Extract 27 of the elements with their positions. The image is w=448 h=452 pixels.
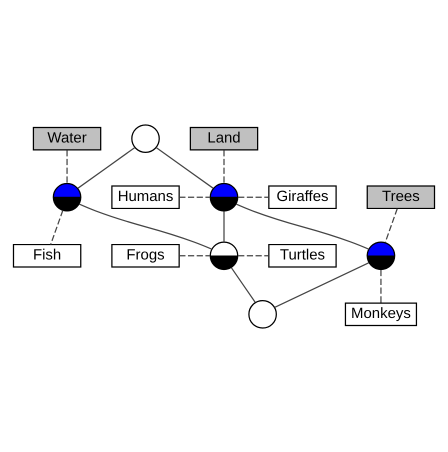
connector (179, 254, 210, 256)
node-circle (131, 124, 160, 152)
node-box: Turtles (268, 243, 337, 268)
connector (274, 262, 369, 308)
connector (50, 210, 64, 244)
node-circle (248, 300, 277, 328)
node-box: Frogs (111, 243, 180, 268)
connector (384, 208, 398, 242)
connector (380, 270, 382, 302)
connector (78, 146, 136, 188)
connector (179, 196, 210, 198)
node-box: Monkeys (344, 302, 418, 326)
node-box: Trees (366, 184, 436, 209)
connector (223, 210, 225, 242)
node-box: Fish (12, 243, 82, 268)
connector (223, 150, 225, 183)
connector (78, 203, 212, 250)
connector (66, 150, 68, 183)
node-box: Giraffes (268, 184, 337, 209)
connector (230, 266, 256, 302)
node-box: Water (32, 126, 102, 150)
node-box: Humans (111, 184, 180, 209)
connector (238, 196, 269, 198)
node-box: Land (190, 126, 258, 150)
connector (236, 203, 370, 250)
connector (156, 146, 214, 188)
connector (238, 254, 269, 256)
